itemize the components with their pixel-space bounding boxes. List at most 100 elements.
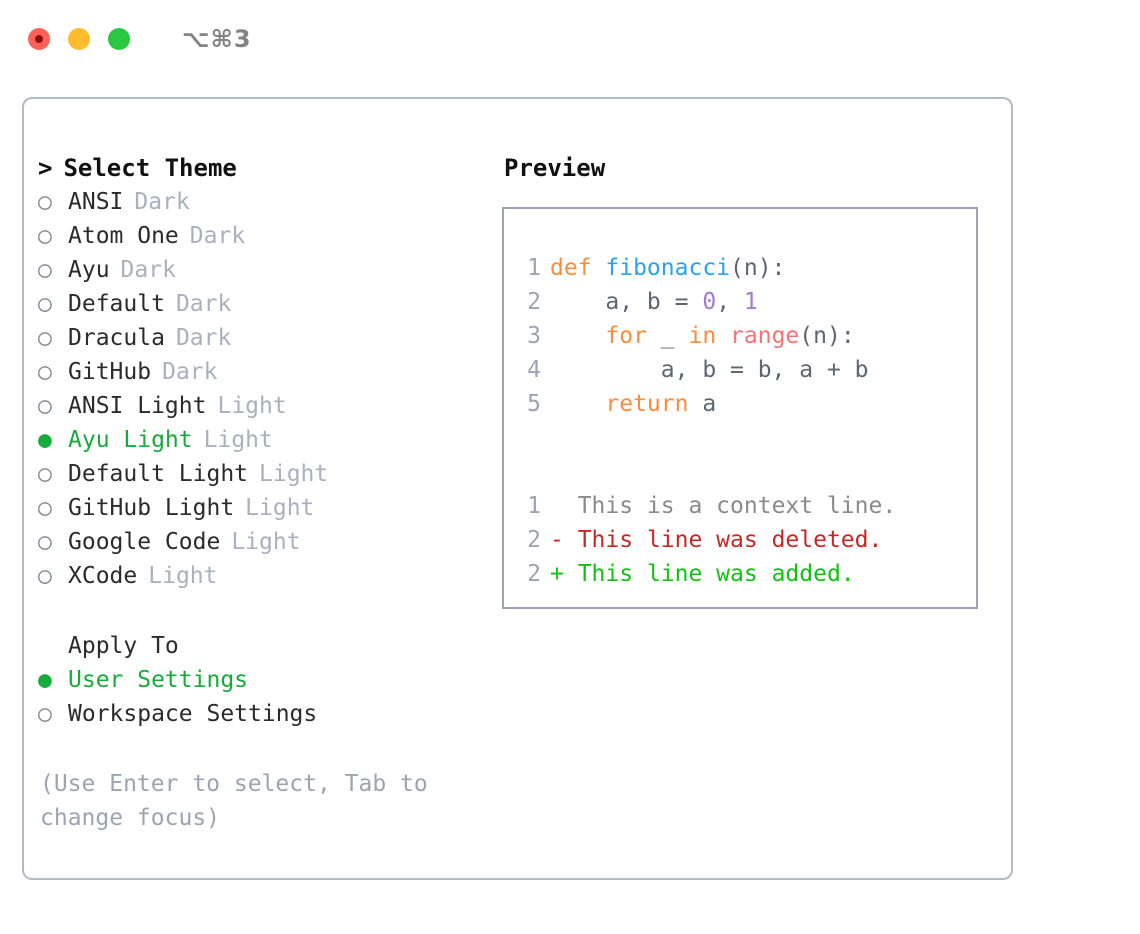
token-identifier: _ bbox=[660, 323, 689, 349]
token-number: 1 bbox=[743, 289, 758, 315]
radio-selected-icon[interactable]: ● bbox=[38, 427, 52, 453]
theme-option-label: GitHub Light bbox=[68, 495, 235, 521]
radio-selected-icon[interactable]: ● bbox=[38, 667, 52, 693]
radio-empty-icon[interactable]: ○ bbox=[38, 223, 52, 249]
radio-empty-icon[interactable]: ○ bbox=[38, 393, 52, 419]
apply-to-option-user-settings[interactable]: ● User Settings bbox=[38, 663, 493, 697]
code-content: for _ in range(n): bbox=[550, 319, 855, 353]
radio-empty-icon[interactable]: ○ bbox=[38, 495, 52, 521]
radio-empty-icon[interactable]: ○ bbox=[38, 563, 52, 589]
main-panel: > Select Theme ○ ANSI Dark ○ Atom One Da… bbox=[22, 97, 1013, 880]
line-number: 2 bbox=[527, 561, 541, 587]
diff-line-added: 2 + This line was added. bbox=[504, 557, 976, 591]
token-indent bbox=[550, 391, 605, 417]
theme-option-tag: Light bbox=[148, 563, 218, 589]
diff-marker bbox=[550, 489, 578, 523]
preview-title: Preview bbox=[504, 154, 606, 182]
select-theme-heading-label: Select Theme bbox=[63, 154, 237, 182]
theme-option-tag: Light bbox=[259, 461, 329, 487]
preview-column: Preview 1 def fibonacci(n): 2 a, b = 0, … bbox=[502, 151, 1002, 609]
theme-option-label: GitHub bbox=[68, 359, 152, 385]
theme-option-tag: Light bbox=[231, 529, 301, 555]
code-content: a, b = 0, 1 bbox=[550, 285, 758, 319]
diff-text: This line was deleted. bbox=[577, 527, 883, 553]
radio-empty-icon[interactable]: ○ bbox=[38, 461, 52, 487]
token-keyword: def bbox=[550, 255, 606, 281]
hint-spacer bbox=[38, 731, 493, 767]
section-spacer bbox=[38, 593, 493, 629]
theme-option-tag: Dark bbox=[189, 223, 246, 249]
radio-empty-icon[interactable]: ○ bbox=[38, 325, 52, 351]
radio-empty-icon[interactable]: ○ bbox=[38, 701, 52, 727]
theme-option-tag: Dark bbox=[134, 189, 190, 215]
diff-line-context: 1 This is a context line. bbox=[504, 489, 976, 523]
apply-to-option-workspace-settings[interactable]: ○ Workspace Settings bbox=[38, 697, 493, 731]
apply-to-section-title: Apply To bbox=[38, 629, 493, 663]
theme-option-tag: Light bbox=[245, 495, 315, 521]
radio-empty-icon[interactable]: ○ bbox=[38, 257, 52, 283]
theme-option-label: Default Light bbox=[68, 461, 249, 487]
theme-option-tag: Dark bbox=[120, 257, 176, 283]
diff-marker: + bbox=[550, 561, 578, 587]
code-line: 5 return a bbox=[504, 387, 976, 421]
theme-option-label: ANSI Light bbox=[68, 393, 207, 419]
theme-option-label: Default bbox=[68, 291, 165, 317]
diff-marker: - bbox=[550, 527, 578, 553]
traffic-light-group bbox=[28, 28, 130, 50]
code-content: def fibonacci(n): bbox=[550, 251, 785, 285]
radio-empty-icon[interactable]: ○ bbox=[38, 291, 52, 317]
theme-option-dracula[interactable]: ○ Dracula Dark bbox=[38, 321, 493, 355]
token-punctuation: (n): bbox=[730, 255, 786, 281]
radio-empty-icon[interactable]: ○ bbox=[38, 359, 52, 385]
title-bar: ⌥⌘3 bbox=[0, 0, 1140, 78]
radio-empty-icon[interactable]: ○ bbox=[38, 529, 52, 555]
code-blank-line bbox=[504, 421, 976, 455]
caret-icon: > bbox=[38, 154, 53, 182]
theme-option-label: Atom One bbox=[68, 223, 179, 249]
theme-option-xcode[interactable]: ○ XCode Light bbox=[38, 559, 493, 593]
code-line: 3 for _ in range(n): bbox=[504, 319, 976, 353]
theme-option-tag: Dark bbox=[175, 325, 232, 351]
token-number: 0 bbox=[702, 289, 717, 315]
code-line: 1 def fibonacci(n): bbox=[504, 251, 976, 285]
theme-option-default[interactable]: ○ Default Dark bbox=[38, 287, 493, 321]
code-content: return a bbox=[550, 387, 716, 421]
maximize-button-icon[interactable] bbox=[108, 28, 130, 50]
theme-option-google-code[interactable]: ○ Google Code Light bbox=[38, 525, 493, 559]
theme-option-label: XCode bbox=[68, 563, 138, 589]
token-function: fibonacci bbox=[605, 255, 731, 281]
line-number: 1 bbox=[527, 493, 541, 519]
keyboard-shortcut-label: ⌥⌘3 bbox=[182, 25, 252, 53]
token-punctuation: (n): bbox=[799, 323, 855, 349]
theme-option-ayu-light[interactable]: ● Ayu Light Light bbox=[38, 423, 493, 457]
theme-option-label: Ayu bbox=[68, 257, 110, 283]
theme-option-label: Ayu Light bbox=[68, 427, 193, 453]
theme-option-github-light[interactable]: ○ GitHub Light Light bbox=[38, 491, 493, 525]
token-indent bbox=[550, 323, 605, 349]
close-button-icon[interactable] bbox=[28, 28, 50, 50]
code-preview: 1 def fibonacci(n): 2 a, b = 0, 1 3 for … bbox=[504, 251, 976, 591]
panel-columns: > Select Theme ○ ANSI Dark ○ Atom One Da… bbox=[24, 99, 1011, 878]
diff-text: This line was added. bbox=[577, 561, 855, 587]
radio-empty-icon[interactable]: ○ bbox=[38, 189, 52, 215]
theme-option-github[interactable]: ○ GitHub Dark bbox=[38, 355, 493, 389]
theme-option-atom-one[interactable]: ○ Atom One Dark bbox=[38, 219, 493, 253]
line-number: 2 bbox=[527, 289, 541, 315]
theme-option-tag: Dark bbox=[175, 291, 232, 317]
token-keyword: return bbox=[605, 391, 703, 417]
code-content: a, b = b, a + b bbox=[550, 353, 869, 387]
theme-option-ayu[interactable]: ○ Ayu Dark bbox=[38, 253, 493, 287]
theme-option-tag: Light bbox=[203, 427, 273, 453]
token-identifier: a bbox=[702, 391, 717, 417]
theme-option-tag: Light bbox=[217, 393, 287, 419]
theme-option-ansi[interactable]: ○ ANSI Dark bbox=[38, 185, 493, 219]
minimize-button-icon[interactable] bbox=[68, 28, 90, 50]
token-keyword: in bbox=[688, 323, 731, 349]
code-line: 2 a, b = 0, 1 bbox=[504, 285, 976, 319]
preview-box: 1 def fibonacci(n): 2 a, b = 0, 1 3 for … bbox=[502, 207, 978, 609]
theme-option-ansi-light[interactable]: ○ ANSI Light Light bbox=[38, 389, 493, 423]
apply-to-option-label: Workspace Settings bbox=[68, 701, 318, 727]
apply-to-label: Apply To bbox=[68, 633, 179, 659]
code-blank-line bbox=[504, 455, 976, 489]
theme-option-default-light[interactable]: ○ Default Light Light bbox=[38, 457, 493, 491]
